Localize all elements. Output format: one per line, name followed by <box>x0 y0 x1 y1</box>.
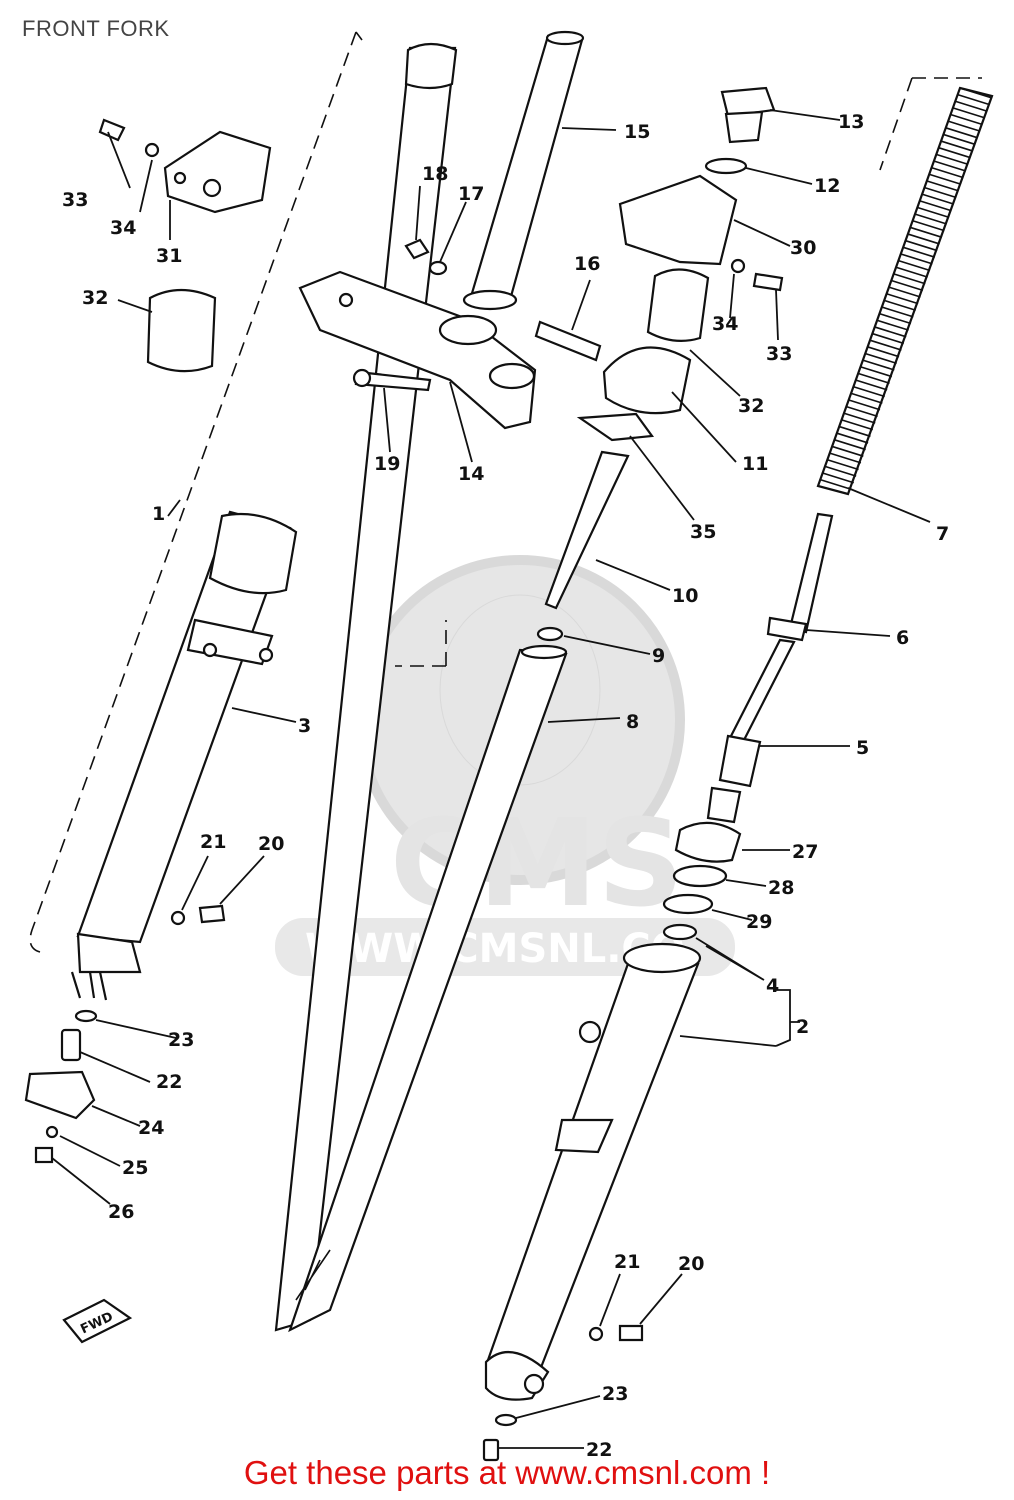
watermark-url: WWW.CMSNL.CO <box>305 926 685 972</box>
steering-stem <box>462 30 585 311</box>
callout-32-right: 32 <box>738 395 764 417</box>
callout-25: 25 <box>122 1157 148 1179</box>
headlight-bracket-left <box>98 118 272 373</box>
damper-rod <box>706 512 834 824</box>
footer-link[interactable]: Get these parts at www.cmsnl.com ! <box>243 1454 771 1491</box>
callout-19: 19 <box>374 453 400 475</box>
callout-33-left: 33 <box>62 189 88 211</box>
callout-10: 10 <box>672 585 698 607</box>
callout-21-lower: 21 <box>614 1251 640 1273</box>
callout-34-right: 34 <box>712 313 738 335</box>
callout-1: 1 <box>152 503 165 525</box>
callout-16: 16 <box>574 253 600 275</box>
callout-3: 3 <box>298 715 311 737</box>
callout-14: 14 <box>458 463 484 485</box>
callout-32-left: 32 <box>82 287 108 309</box>
callout-labels: 1 2 3 4 5 6 7 8 9 10 11 12 13 14 15 16 1… <box>62 111 949 1461</box>
callout-15: 15 <box>624 121 650 143</box>
callout-22-upper: 22 <box>156 1071 182 1093</box>
callout-4: 4 <box>766 975 779 997</box>
callout-20-lower: 20 <box>678 1253 704 1275</box>
callout-17: 17 <box>458 183 484 205</box>
callout-13: 13 <box>838 111 864 133</box>
callout-28: 28 <box>768 877 794 899</box>
outer-tube-left <box>70 510 298 1001</box>
callout-18: 18 <box>422 163 448 185</box>
callout-9: 9 <box>652 645 665 667</box>
callout-26: 26 <box>108 1201 134 1223</box>
callout-23-lower: 23 <box>602 1383 628 1405</box>
callout-22-lower: 22 <box>586 1439 612 1461</box>
callout-34-left: 34 <box>110 217 136 239</box>
spring-outline <box>879 77 982 171</box>
outer-tube-right: FWD <box>62 904 702 1462</box>
callout-27: 27 <box>792 841 818 863</box>
callout-24: 24 <box>138 1117 164 1139</box>
fork-spring <box>816 86 994 496</box>
assembly-outline <box>29 31 447 953</box>
callout-35: 35 <box>690 521 716 543</box>
seals-and-clips <box>662 821 742 941</box>
callout-5: 5 <box>856 737 869 759</box>
callout-6: 6 <box>896 627 909 649</box>
callout-29: 29 <box>746 911 772 933</box>
callout-33-right: 33 <box>766 343 792 365</box>
callout-30: 30 <box>790 237 816 259</box>
callout-20-upper: 20 <box>258 833 284 855</box>
upper-right-parts <box>576 86 784 442</box>
callout-7: 7 <box>936 523 949 545</box>
damper-tube-parts <box>288 450 630 1333</box>
leader-lines <box>51 109 931 1449</box>
callout-8: 8 <box>626 711 639 733</box>
axle-clamp-parts-left <box>24 1009 98 1164</box>
callout-21-upper: 21 <box>200 831 226 853</box>
callout-12: 12 <box>814 175 840 197</box>
page-title: FRONT FORK <box>22 16 170 41</box>
callout-23-upper: 23 <box>168 1029 194 1051</box>
callout-31: 31 <box>156 245 182 267</box>
callout-2: 2 <box>796 1016 809 1038</box>
under-bracket <box>298 238 602 430</box>
callout-11: 11 <box>742 453 768 475</box>
